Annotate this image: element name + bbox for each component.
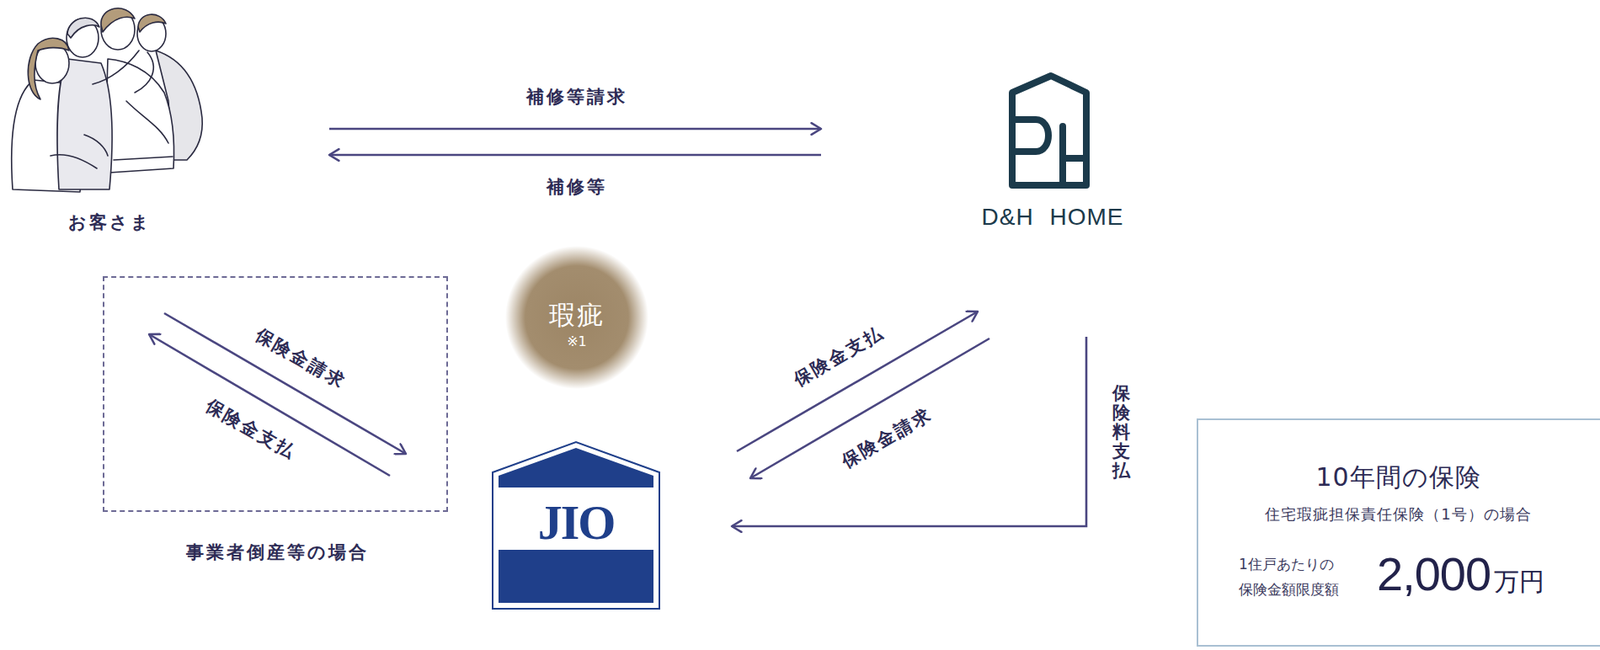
limit-unit: 万円 <box>1493 565 1545 600</box>
amount-row: 2,000万円 <box>1376 546 1545 602</box>
customer-label: お客さま <box>0 210 219 235</box>
edge-label: 保険料支払 <box>1110 380 1132 485</box>
footnote-mark: ※1 <box>505 333 649 350</box>
edge-label: 保険金支払 <box>785 318 893 394</box>
insurance-info-box: 2,000万円 10年間の保険住宅瑕疵担保責任保険（1号）の場合 1住戸あたりの 保… <box>1196 418 1600 647</box>
flow-arrow <box>149 334 390 476</box>
limit-caption: 1住戸あたりの 保険金額限度額 <box>1238 551 1348 603</box>
info-title: 10年間の保険 <box>1198 460 1599 496</box>
insurer-logo: JIO <box>490 440 662 611</box>
info-subtitle: 住宅瑕疵担保責任保険（1号）の場合 <box>1198 504 1599 525</box>
flow-arrow <box>736 311 978 452</box>
flow-arrow <box>329 154 822 157</box>
flow-arrow <box>750 338 990 479</box>
customer-figure: お客さま <box>0 0 219 236</box>
insurer-name: JIO <box>490 494 662 551</box>
flow-arrow <box>329 128 822 131</box>
edge-label: 保険金支払 <box>197 391 305 467</box>
defect-circle: 瑕疵※1 <box>505 245 649 390</box>
bankruptcy-region: 事業者倒産等の場合 <box>102 276 448 512</box>
flow-arrow <box>164 313 406 454</box>
limit-amount: 2,000 <box>1376 546 1491 602</box>
company-logo: D&H HOME <box>968 67 1137 236</box>
flow-arrow <box>731 336 1087 527</box>
defect-label: 瑕疵 <box>505 298 649 334</box>
edge-label: 保険金請求 <box>833 400 941 475</box>
family-art <box>0 0 219 198</box>
region-heading: 事業者倒産等の場合 <box>104 540 450 565</box>
dh-art <box>968 67 1137 194</box>
edge-label: 補修等 <box>542 175 612 199</box>
company-name: D&H HOME <box>968 203 1137 231</box>
edge-label: 保険金請求 <box>247 320 355 396</box>
edge-label: 補修等請求 <box>522 85 632 109</box>
